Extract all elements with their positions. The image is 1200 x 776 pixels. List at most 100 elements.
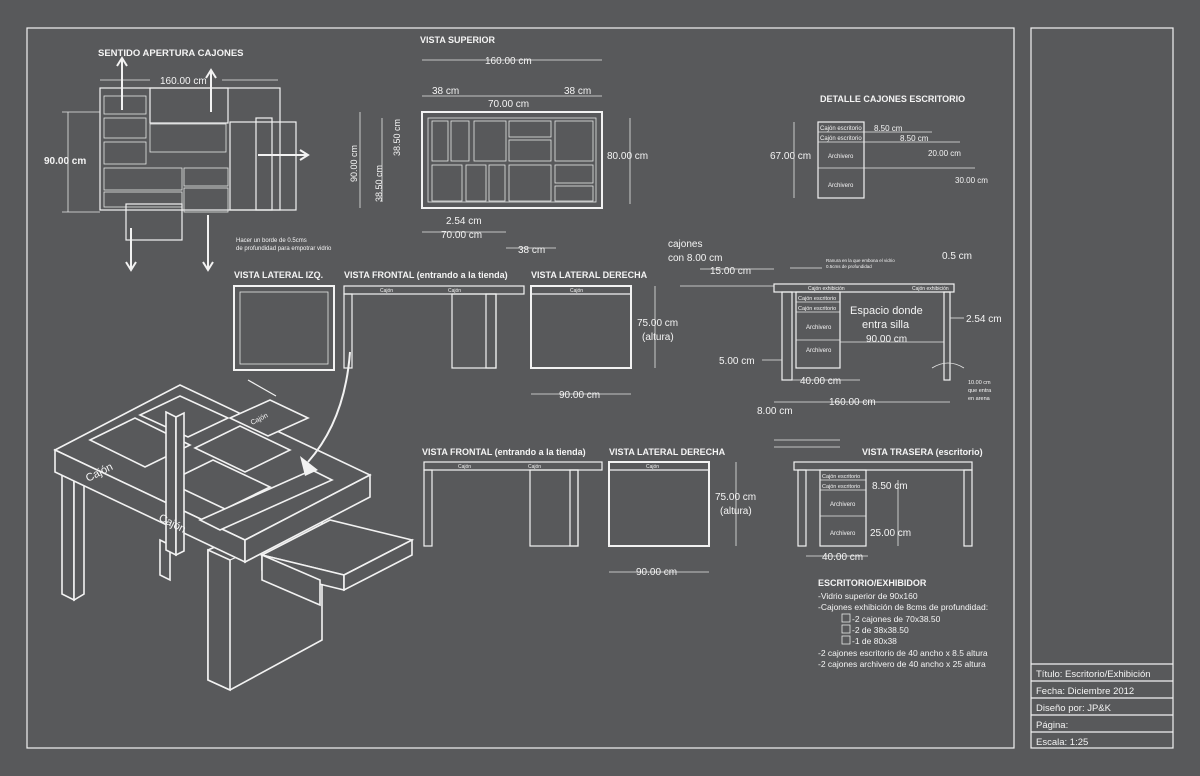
- title-block: Título: Escritorio/Exhibición Fecha: Dic…: [1031, 663, 1173, 748]
- cajon-esc-1: Cajón escritorio: [820, 126, 862, 132]
- espacio-2: entra silla: [862, 319, 910, 331]
- back-cajon-esc-1: Cajón escritorio: [822, 474, 860, 480]
- pata-note-1: 10.00 cm: [968, 380, 991, 386]
- back-cajon-esc-2: Cajón escritorio: [822, 484, 860, 490]
- dim-850-a: 8.50 cm: [874, 124, 903, 133]
- notes-title: ESCRITORIO/EXHIBIDOR: [818, 578, 927, 588]
- pata-note-3: en arena: [968, 396, 991, 402]
- cajon-f2a: Cajón: [458, 464, 471, 470]
- dim-90-sec: 90.00 cm: [866, 334, 907, 345]
- dim-25: 25.00 cm: [870, 528, 911, 539]
- back-archivero-1: Archivero: [830, 502, 856, 508]
- altura-b: (altura): [720, 506, 752, 517]
- side-left-view: VISTA LATERAL IZQ.: [233, 270, 335, 397]
- dim-850-back: 8.50 cm: [872, 481, 908, 492]
- dim-15: 15.00 cm: [710, 266, 751, 277]
- dim-20: 20.00 cm: [928, 149, 961, 158]
- dim-3850-b: 38.50 cm: [374, 165, 384, 202]
- sec-archivero-2: Archivero: [806, 348, 832, 354]
- dim-90-lat2: 90.00 cm: [636, 567, 677, 578]
- archivero-1: Archivero: [828, 154, 854, 160]
- borde-note-1: Hacer un borde de 0.5cms: [236, 238, 307, 244]
- dim-160-sec: 160.00 cm: [829, 397, 876, 408]
- scale-field: Escala: 1:25: [1036, 737, 1088, 748]
- note-line-6: -2 cajones archivero de 40 ancho x 25 al…: [818, 659, 986, 669]
- cajon-esc-2: Cajón escritorio: [820, 136, 862, 142]
- designer-field: Diseño por: JP&K: [1036, 703, 1112, 714]
- dim-5: 5.00 cm: [719, 356, 755, 367]
- side-right-view-2: VISTA LATERAL DERECHA Cajón 75.00 cm (al…: [608, 447, 756, 578]
- dim-30: 30.00 cm: [955, 176, 988, 185]
- desk-section-view: cajones con 8.00 cm 15.00 cm Ranura en l…: [668, 239, 1002, 448]
- dim-254-sup: 2.54 cm: [446, 216, 482, 227]
- note-line-4: -1 de 80x38: [852, 636, 897, 646]
- spec-notes: ESCRITORIO/EXHIBIDOR -Vidrio superior de…: [818, 578, 988, 669]
- dim-38-right: 38 cm: [564, 86, 591, 97]
- dim-38-bottom: 38 cm: [518, 245, 545, 256]
- note-line-5: -2 cajones escritorio de 40 ancho x 8.5 …: [818, 648, 988, 658]
- dim-75-b: 75.00 cm: [715, 492, 756, 503]
- cajon-f1b: Cajón: [448, 288, 461, 294]
- cajon-l2: Cajón: [646, 464, 659, 470]
- dim-75-a: 75.00 cm: [637, 318, 678, 329]
- detalle-label: DETALLE CAJONES ESCRITORIO: [820, 94, 965, 104]
- cajon-f2b: Cajón: [528, 464, 541, 470]
- dim-67: 67.00 cm: [770, 151, 811, 162]
- dim-40-back: 40.00 cm: [822, 552, 863, 563]
- note-line-1: -Cajones exhibición de 8cms de profundid…: [818, 602, 988, 612]
- title-block-frame: [1030, 27, 1174, 749]
- lat-der-2-label: VISTA LATERAL DERECHA: [609, 447, 726, 457]
- front-view-2: VISTA FRONTAL (entrando a la tienda) Caj…: [422, 447, 603, 547]
- note-line-2: -2 cajones de 70x38.50: [852, 614, 941, 624]
- pata-note-2: que entra: [968, 388, 992, 394]
- front-view-1: VISTA FRONTAL (entrando a la tienda) Caj…: [343, 270, 525, 369]
- side-right-view-1: VISTA LATERAL DERECHA Cajón 75.00 cm (al…: [530, 270, 678, 401]
- archivero-2: Archivero: [828, 183, 854, 189]
- ranura-note-2: 0.5cms de profundidad: [826, 264, 872, 269]
- back-archivero-2: Archivero: [830, 531, 856, 537]
- drawer-opening-diagram: SENTIDO APERTURA CAJONES 160.00 cm 90.00…: [44, 48, 332, 272]
- dim-90-left: 90.00 cm: [44, 156, 86, 167]
- sentido-label: SENTIDO APERTURA CAJONES: [98, 48, 244, 59]
- dim-160-top: 160.00 cm: [160, 76, 207, 87]
- trasera-label: VISTA TRASERA (escritorio): [862, 447, 983, 457]
- dim-90-lat1: 90.00 cm: [559, 390, 600, 401]
- desk-drawer-detail: DETALLE CAJONES ESCRITORIO Cajón escrito…: [770, 94, 988, 199]
- borde-note-2: de profundidad para empotrar vidrio: [236, 246, 332, 252]
- cajones-8-1: cajones: [668, 239, 702, 250]
- dim-254-sec: 2.54 cm: [966, 314, 1002, 325]
- frontal-2-label: VISTA FRONTAL (entrando a la tienda): [422, 447, 586, 457]
- date-field: Fecha: Diciembre 2012: [1036, 686, 1134, 697]
- sec-cajon-esc-2: Cajón escritorio: [798, 306, 836, 312]
- dim-70-sup: 70.00 cm: [488, 99, 529, 110]
- lat-izq-label: VISTA LATERAL IZQ.: [234, 270, 323, 280]
- dim-40-sec: 40.00 cm: [800, 376, 841, 387]
- dim-38-left: 38 cm: [432, 86, 459, 97]
- drawing-frame: [26, 27, 1015, 749]
- dim-850-b: 8.50 cm: [900, 134, 929, 143]
- isometric-view: Cajón Cajón Cajón: [53, 351, 415, 692]
- lat-der-1-label: VISTA LATERAL DERECHA: [531, 270, 648, 280]
- note-line-3: -2 de 38x38.50: [852, 625, 909, 635]
- dim-160-sup: 160.00 cm: [485, 56, 532, 67]
- dim-8: 8.00 cm: [757, 406, 793, 417]
- ranura-note-1: Ranura en la que embona el vidrio: [826, 258, 895, 263]
- dim-90-sup: 90.00 cm: [349, 145, 359, 182]
- dim-3850-a: 38.50 cm: [392, 119, 402, 156]
- vista-superior-label: VISTA SUPERIOR: [420, 35, 496, 45]
- dim-80-sup: 80.00 cm: [607, 151, 648, 162]
- title-field: Título: Escritorio/Exhibición: [1036, 669, 1151, 680]
- top-view: VISTA SUPERIOR 160.00 cm 38 cm 70.00 cm …: [349, 35, 648, 256]
- dim-05: 0.5 cm: [942, 251, 972, 262]
- cajones-8-2: con 8.00 cm: [668, 253, 722, 264]
- frontal-1-label: VISTA FRONTAL (entrando a la tienda): [344, 270, 508, 280]
- espacio-1: Espacio donde: [850, 305, 923, 317]
- sec-archivero-1: Archivero: [806, 325, 832, 331]
- cajon-l1: Cajón: [570, 288, 583, 294]
- page-field: Página:: [1036, 720, 1068, 731]
- cajon-exh-1: Cajón exhibición: [808, 286, 845, 292]
- back-view: VISTA TRASERA (escritorio) Cajón escrito…: [793, 447, 983, 563]
- cajon-f1a: Cajón: [380, 288, 393, 294]
- note-line-0: -Vidrio superior de 90x160: [818, 591, 918, 601]
